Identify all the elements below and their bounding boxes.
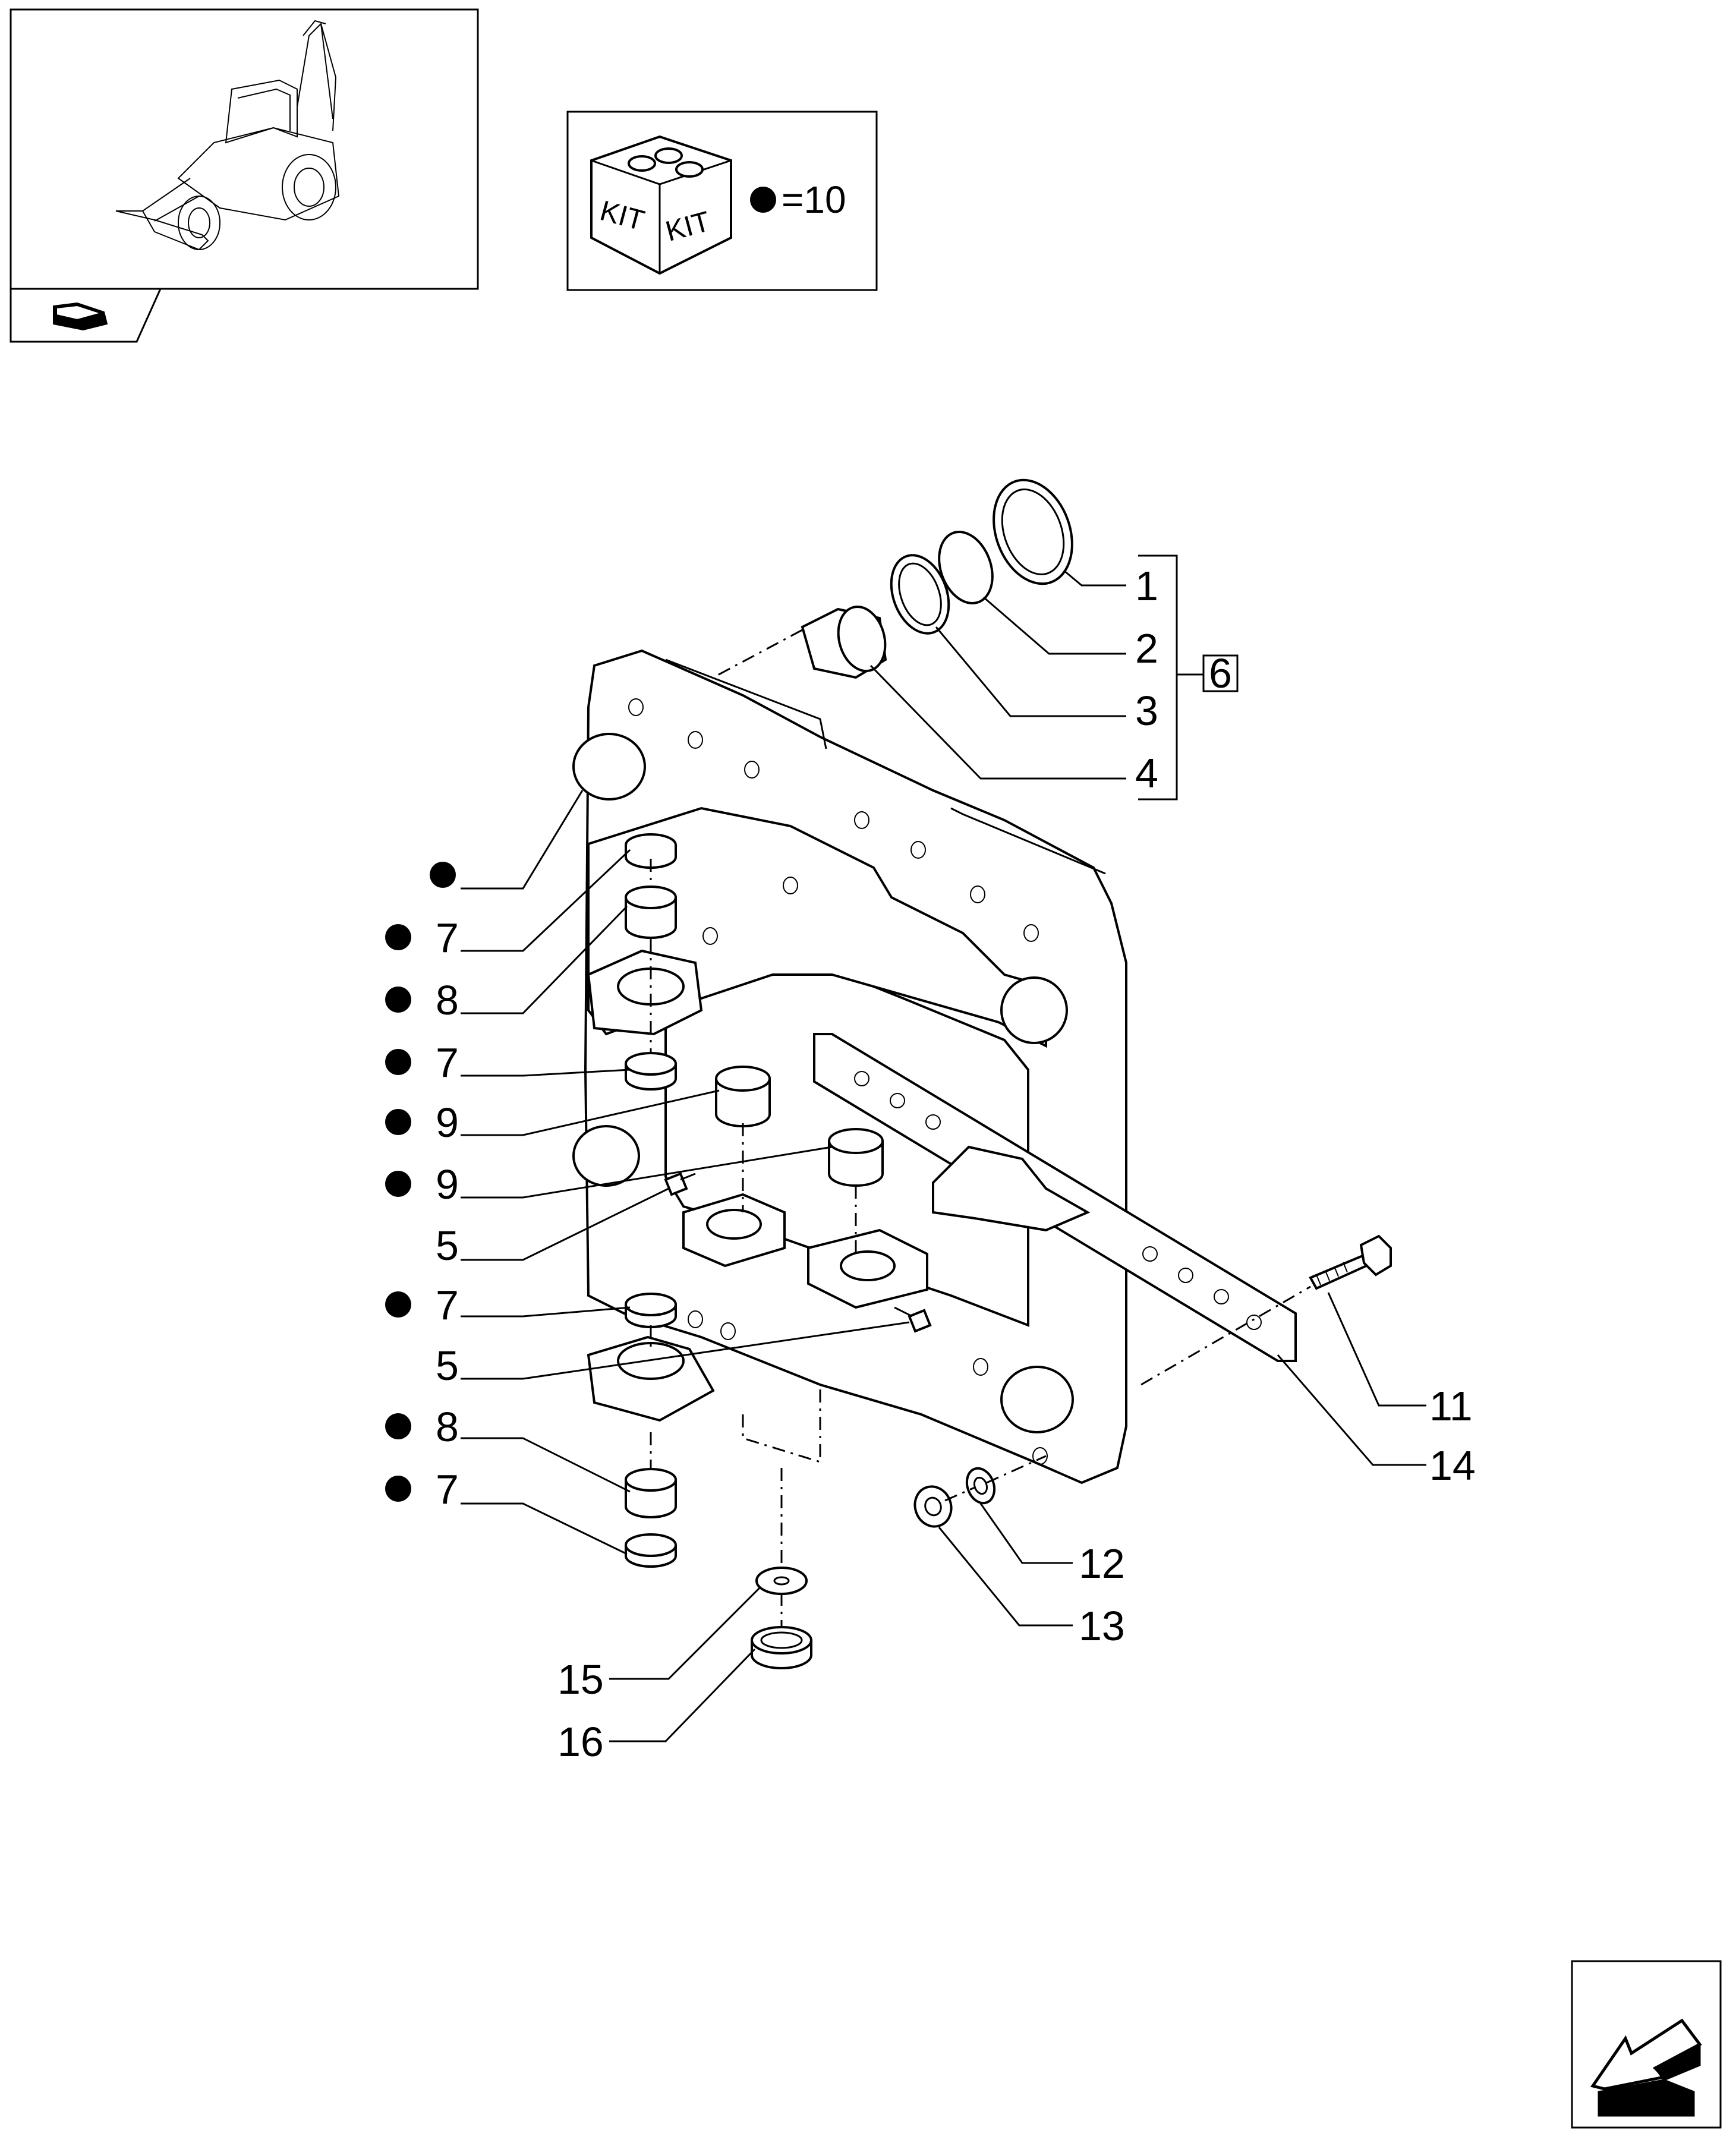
kit-bullet-dot (750, 187, 776, 213)
callout-5a: 5 (436, 1222, 459, 1269)
part-5-grease-fitting-a (664, 1172, 696, 1196)
kit-box-icon: KIT KIT (590, 135, 732, 275)
callout-6-box (1202, 654, 1239, 692)
next-page-arrow-icon[interactable] (1590, 2018, 1702, 2117)
callout-7a: 7 (436, 915, 459, 961)
part-3-ring (890, 554, 950, 635)
part-16-ring (751, 1626, 812, 1669)
callout-9a: 9 (436, 1099, 459, 1146)
part-12-washer (965, 1467, 996, 1505)
callout-11: 11 (1429, 1383, 1473, 1429)
callout-9b: 9 (436, 1161, 459, 1208)
part-13-nut (913, 1485, 953, 1528)
callout-3: 3 (1135, 688, 1158, 734)
kit-bullets (385, 862, 456, 1502)
part-7-bushing-a (625, 833, 677, 869)
callout-2: 2 (1135, 625, 1158, 672)
previous-page-arrow-icon[interactable] (53, 302, 108, 331)
part-7-bushing-c (625, 1293, 677, 1328)
leader-lines (461, 554, 1426, 1742)
part-5-grease-fitting-b (894, 1306, 932, 1333)
backhoe-loader-thumbnail (115, 20, 340, 251)
callout-13: 13 (1079, 1603, 1125, 1649)
callout-14: 14 (1429, 1442, 1476, 1489)
part-1-ring (993, 478, 1073, 585)
assembly-axes (650, 629, 1311, 1628)
callout-5b: 5 (436, 1342, 459, 1389)
part-8-bushing-a (625, 885, 677, 939)
next-page-nav[interactable] (1571, 1960, 1722, 2129)
part-7-bushing-d (625, 1533, 677, 1568)
kit-legend: KIT KIT =10 (566, 111, 878, 291)
callout-8a: 8 (436, 977, 459, 1023)
callout-7d: 7 (436, 1466, 459, 1512)
part-9-bushing-a (715, 1066, 771, 1127)
loader-frame-drawing (572, 649, 1297, 1485)
part-11-bolt (1309, 1234, 1392, 1290)
callout-4: 4 (1135, 750, 1158, 796)
part-7-bushing-b (625, 1052, 677, 1091)
callout-7c: 7 (436, 1282, 459, 1328)
callout-6: 6 (1209, 650, 1232, 697)
kit-quantity-text: =10 (782, 178, 846, 221)
callout-numbers: 1 2 3 4 6 7 8 7 9 9 5 7 5 8 7 11 14 12 1… (436, 563, 1476, 1765)
callout-7b: 7 (436, 1039, 459, 1086)
exploded-parts (625, 478, 1392, 1669)
callout-8b: 8 (436, 1404, 459, 1450)
part-15-washer (755, 1567, 808, 1595)
part-4-bushing (801, 605, 887, 679)
machine-thumbnail (10, 8, 479, 343)
callout-15: 15 (557, 1656, 604, 1703)
callout-16: 16 (557, 1719, 604, 1765)
callout-1: 1 (1135, 563, 1158, 609)
part-9-bushing-b (828, 1128, 884, 1187)
part-8-bushing-b (625, 1468, 677, 1518)
callout-12: 12 (1079, 1540, 1125, 1587)
